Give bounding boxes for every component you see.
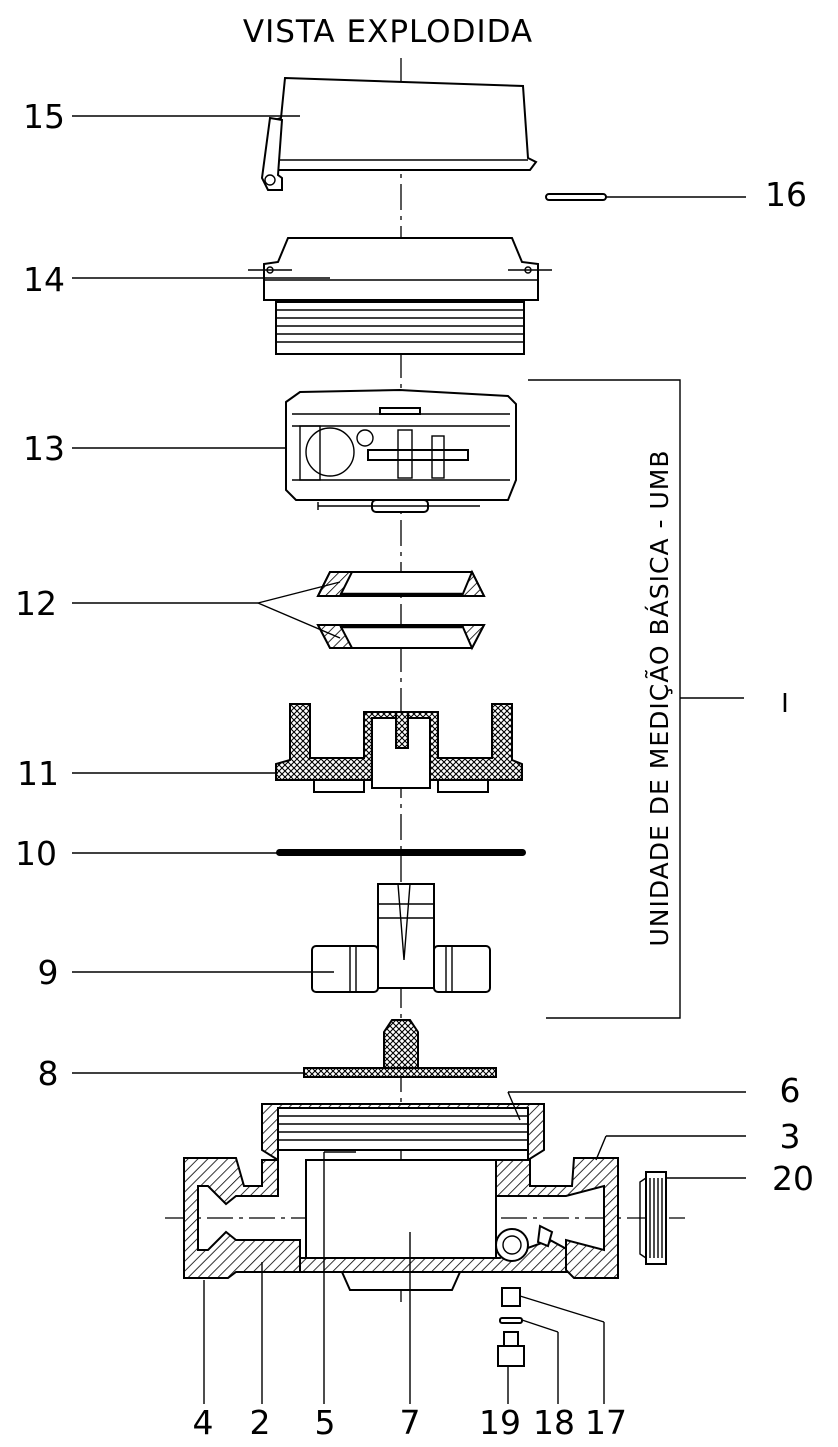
part-20-strainer bbox=[639, 1171, 667, 1265]
callout-14: 14 bbox=[23, 260, 65, 299]
callout-3: 3 bbox=[780, 1117, 801, 1156]
callout-19: 19 bbox=[479, 1403, 521, 1442]
callout-18: 18 bbox=[533, 1403, 575, 1442]
callout-16: 16 bbox=[765, 175, 807, 214]
part-19-screw bbox=[497, 1331, 525, 1367]
umb-group-bracket bbox=[528, 379, 744, 1019]
callout-17: 17 bbox=[585, 1403, 627, 1442]
part-17-adjuster bbox=[501, 1287, 521, 1307]
umb-group-marker: I bbox=[781, 689, 789, 719]
callout-5: 5 bbox=[315, 1403, 336, 1442]
callout-2: 2 bbox=[250, 1403, 271, 1442]
drawing-title: VISTA EXPLODIDA bbox=[243, 14, 533, 50]
callout-12: 12 bbox=[15, 584, 57, 623]
part-14-threaded-ring bbox=[248, 237, 552, 355]
callout-8: 8 bbox=[38, 1054, 59, 1093]
callout-7: 7 bbox=[400, 1403, 421, 1442]
part-15-cover-lid bbox=[260, 76, 538, 191]
callout-20: 20 bbox=[772, 1159, 814, 1198]
callout-4: 4 bbox=[193, 1403, 214, 1442]
callout-6: 6 bbox=[780, 1071, 801, 1110]
callout-11: 11 bbox=[17, 754, 59, 793]
callout-13: 13 bbox=[23, 429, 65, 468]
part-9-piston bbox=[311, 883, 491, 993]
callout-15: 15 bbox=[23, 97, 65, 136]
part-13-register bbox=[285, 388, 517, 513]
part-8-partition-plate bbox=[303, 1019, 497, 1078]
part-16-pin bbox=[545, 193, 607, 201]
meter-body bbox=[183, 1103, 619, 1291]
leader-lines bbox=[72, 115, 746, 1404]
part-11-measuring-chamber bbox=[275, 703, 523, 793]
callout-10: 10 bbox=[15, 834, 57, 873]
part-10-o-ring bbox=[276, 849, 526, 856]
callout-9: 9 bbox=[38, 953, 59, 992]
part-18-washer bbox=[499, 1317, 523, 1324]
umb-group-label: UNIDADE DE MEDIÇÃO BÁSICA - UMB bbox=[644, 450, 674, 947]
